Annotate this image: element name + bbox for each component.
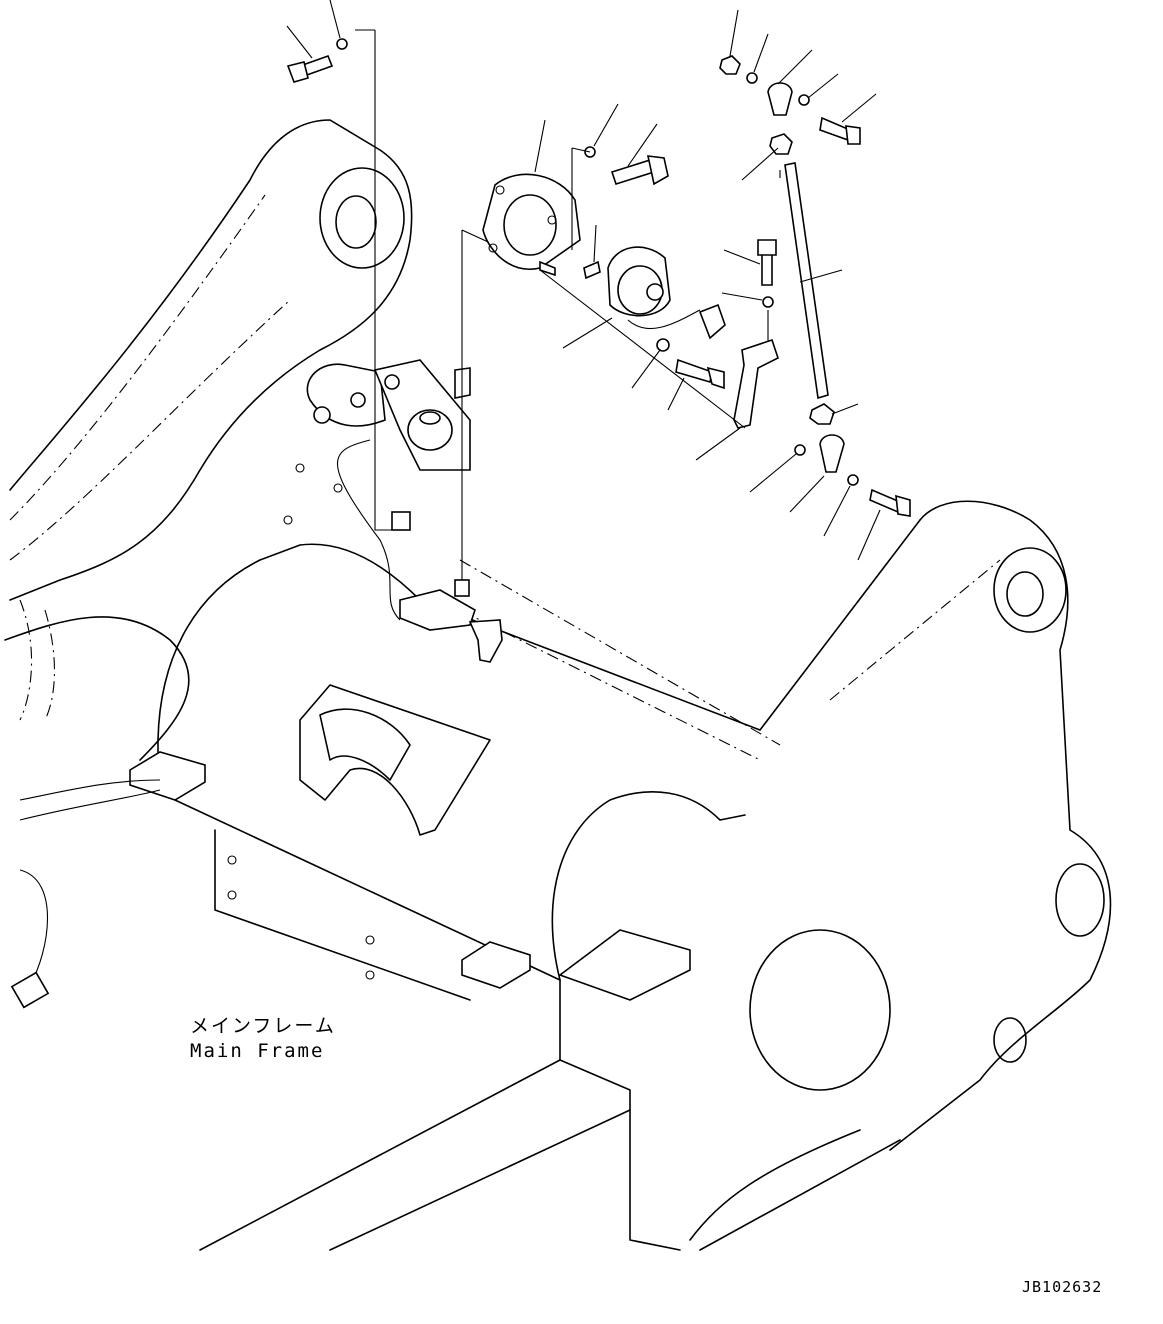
washer (336, 38, 348, 50)
bolt-c (819, 116, 861, 145)
switch-bracket-assembly (306, 30, 533, 663)
bolt-top-left (286, 54, 334, 83)
main-frame-label-jp: メインフレーム (190, 1015, 336, 1037)
bolt-b (675, 358, 725, 390)
document-code: JB102632 (1022, 1278, 1103, 1296)
bolt-d (757, 239, 777, 286)
bolt-a (610, 155, 669, 186)
rod-end-top (767, 82, 793, 116)
main-frame-outline (4, 119, 1112, 1251)
main-frame-label-en: Main Frame (190, 1040, 325, 1062)
lever (733, 338, 779, 429)
leader-lines (286, 0, 881, 561)
rod-end-bottom (819, 434, 845, 473)
bolt-e (869, 488, 911, 517)
